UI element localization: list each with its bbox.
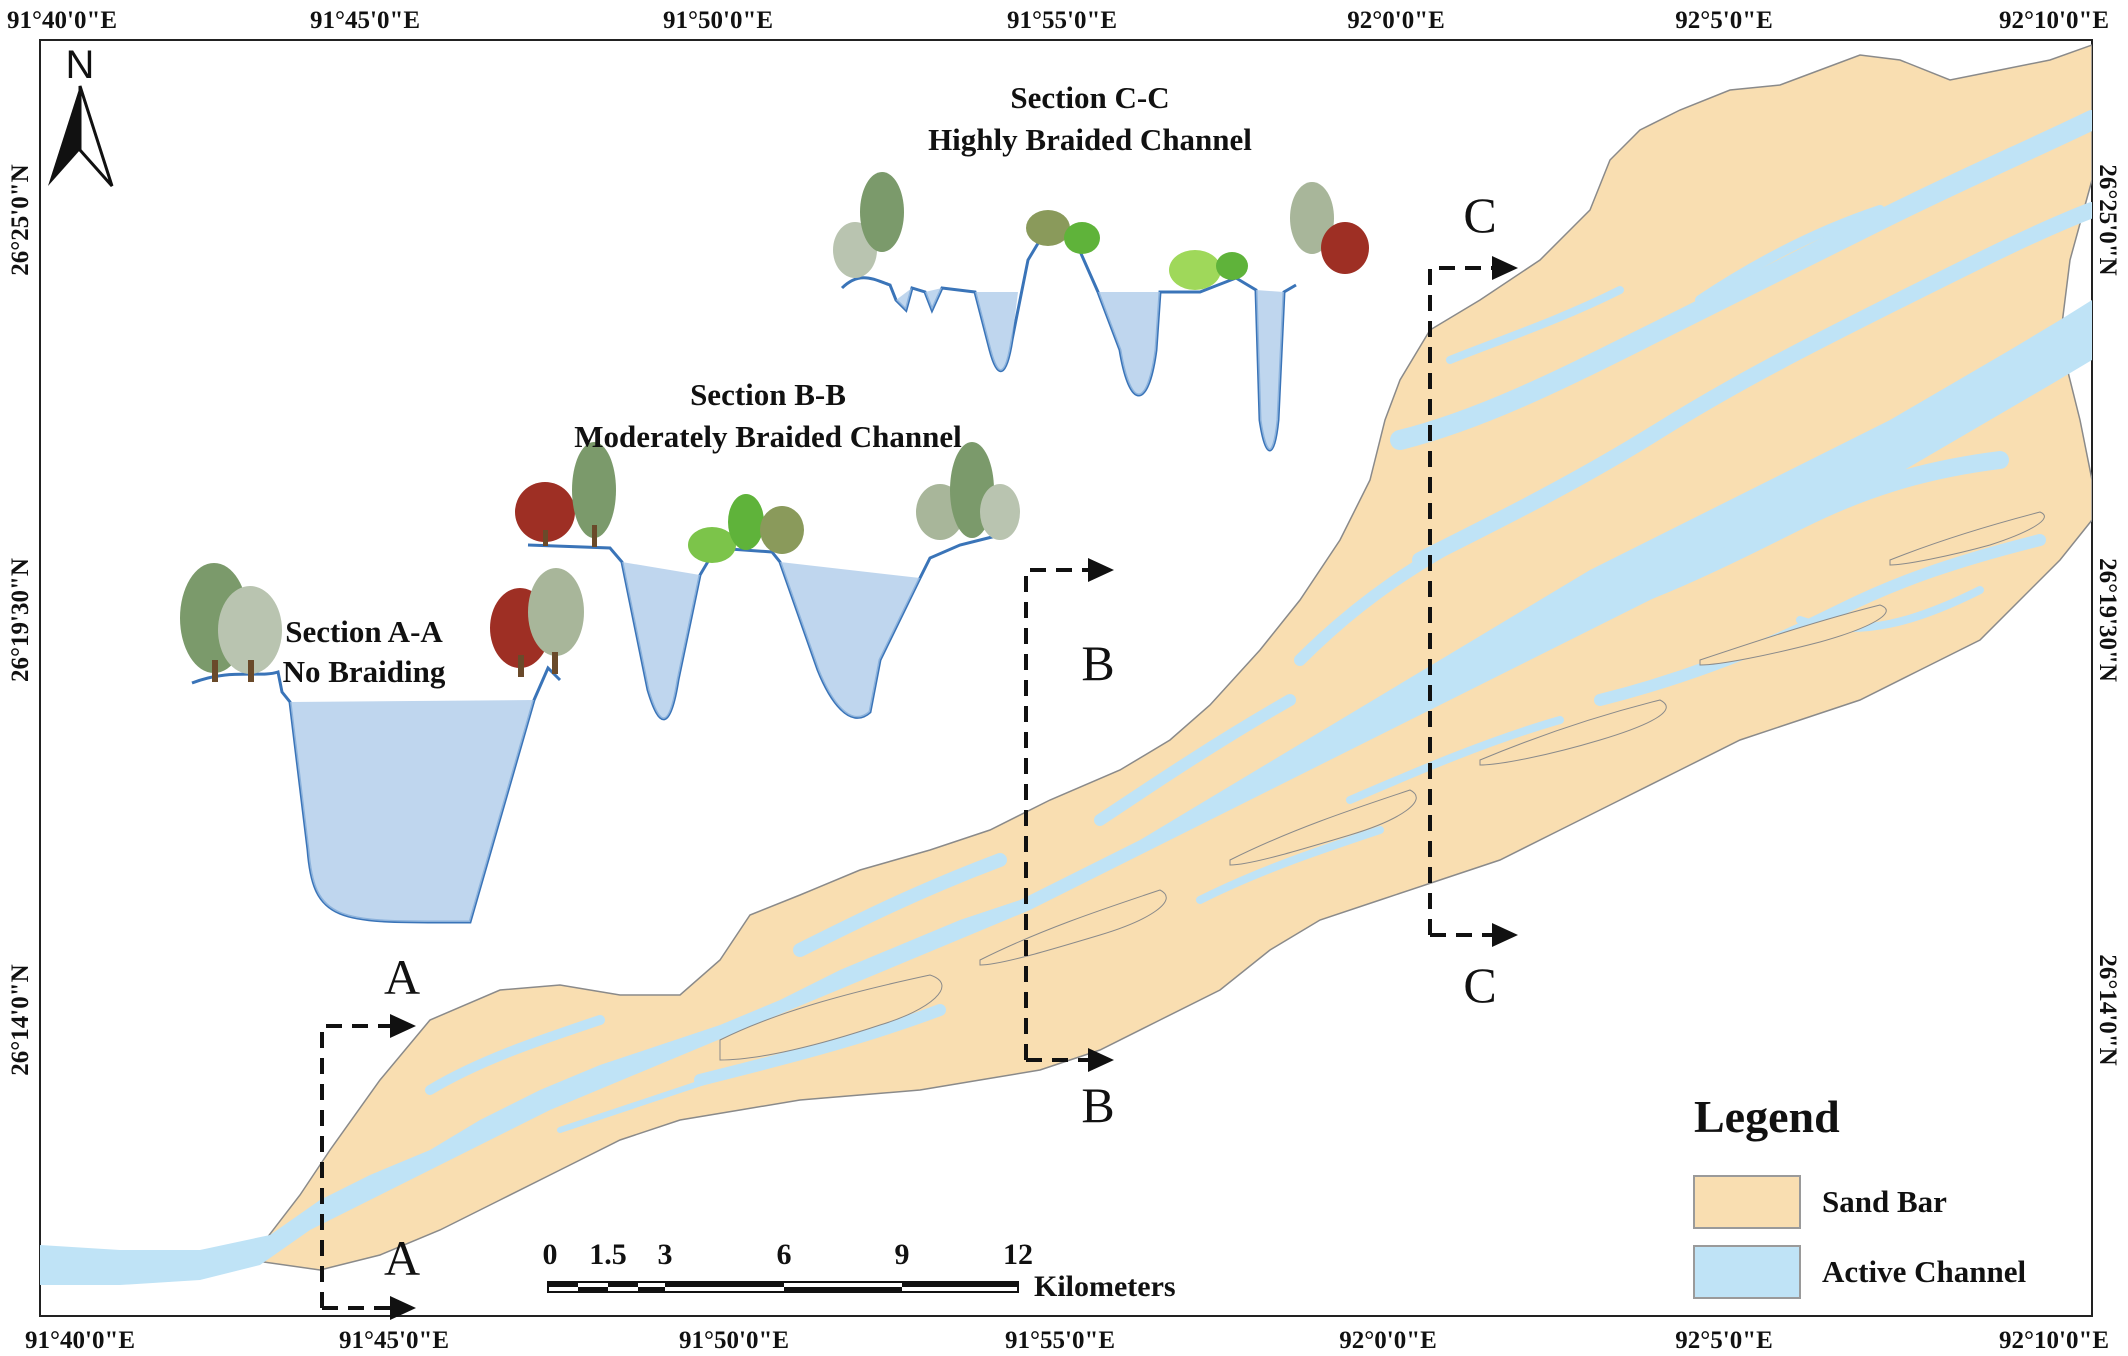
tree-icon <box>833 172 904 278</box>
lat-label: 26°25'0"N <box>7 164 34 275</box>
section-b-title: Section B-B <box>690 377 846 412</box>
lat-label: 26°19'30"N <box>2094 558 2121 682</box>
legend-label-active-channel: Active Channel <box>1822 1254 2026 1289</box>
mid-channel-bars <box>719 511 2045 1061</box>
lon-label: 92°5'0"E <box>1675 7 1773 34</box>
tree-icon <box>916 442 1020 540</box>
section-a-subtitle: No Braiding <box>283 654 446 689</box>
tree-icon <box>180 563 282 682</box>
lat-label: 26°14'0"N <box>7 964 34 1075</box>
section-c-profile: Section C-C Highly Braided Channel <box>833 80 1369 452</box>
lon-label: 92°5'0"E <box>1675 1327 1773 1354</box>
tree-icon <box>1290 182 1369 274</box>
section-line-c: C C <box>1428 187 1518 1013</box>
lon-label: 92°10'0"E <box>1999 1327 2109 1354</box>
scale-tick-label: 9 <box>895 1238 910 1271</box>
lat-label: 26°14'0"N <box>2094 954 2121 1065</box>
lat-label: 26°19'30"N <box>7 558 34 682</box>
grass-icon <box>688 494 804 563</box>
longitude-labels-top: 91°40'0"E 91°45'0"E 91°50'0"E 91°55'0"E … <box>7 7 2109 34</box>
scale-unit: Kilometers <box>1034 1270 1176 1303</box>
section-c-subtitle: Highly Braided Channel <box>928 122 1252 157</box>
section-b-label-bottom: B <box>1081 1077 1114 1133</box>
legend-label-sand-bar: Sand Bar <box>1822 1184 1947 1219</box>
legend-title: Legend <box>1694 1091 1840 1142</box>
lon-label: 91°55'0"E <box>1007 7 1117 34</box>
latitude-labels-right: 26°25'0"N 26°19'30"N 26°14'0"N <box>2094 164 2121 1065</box>
lon-label: 92°0'0"E <box>1339 1327 1437 1354</box>
lon-label: 91°55'0"E <box>1005 1327 1115 1354</box>
section-a-label-bottom: A <box>384 1230 420 1286</box>
lon-label: 91°45'0"E <box>310 7 420 34</box>
section-line-a: A A <box>320 949 420 1320</box>
section-b-label-top: B <box>1081 635 1114 691</box>
scale-bar: 0 1.5 3 6 9 12 Kilometers <box>543 1238 1176 1303</box>
tree-icon <box>515 442 616 547</box>
section-c-label-top: C <box>1463 187 1496 243</box>
lon-label: 91°45'0"E <box>339 1327 449 1354</box>
section-a-title: Section A-A <box>285 614 443 649</box>
legend-swatch-active-channel <box>1693 1245 1801 1299</box>
legend: Legend Sand Bar Active Channel <box>1693 1091 2026 1299</box>
section-c-label-bottom: C <box>1463 957 1496 1013</box>
section-b-profile: Section B-B Moderately Braided Channel <box>515 377 1020 721</box>
lat-label: 26°25'0"N <box>2094 164 2121 275</box>
section-c-title: Section C-C <box>1010 80 1169 115</box>
lon-label: 92°0'0"E <box>1347 7 1445 34</box>
lon-label: 91°40'0"E <box>25 1327 135 1354</box>
north-arrow-icon: N <box>48 43 114 187</box>
tree-icon <box>490 568 584 677</box>
lon-label: 91°40'0"E <box>7 7 117 34</box>
north-label: N <box>66 43 95 87</box>
legend-swatch-sand-bar <box>1693 1175 1801 1229</box>
lon-label: 91°50'0"E <box>679 1327 789 1354</box>
scale-tick-label: 6 <box>777 1238 792 1271</box>
section-a-profile: Section A-A No Braiding <box>180 563 584 924</box>
scale-tick-label: 3 <box>658 1238 673 1271</box>
scale-tick-label: 0 <box>543 1238 558 1271</box>
latitude-labels-left: 26°25'0"N 26°19'30"N 26°14'0"N <box>7 164 34 1075</box>
longitude-labels-bottom: 91°40'0"E 91°45'0"E 91°50'0"E 91°55'0"E … <box>25 1327 2109 1354</box>
scale-tick-label: 1.5 <box>589 1238 627 1271</box>
scale-tick-label: 12 <box>1003 1238 1033 1271</box>
lon-label: 92°10'0"E <box>1999 7 2109 34</box>
lon-label: 91°50'0"E <box>663 7 773 34</box>
secondary-channels <box>425 110 2092 1133</box>
section-line-b: B B <box>1024 558 1115 1133</box>
section-b-subtitle: Moderately Braided Channel <box>574 419 962 454</box>
grass-icon <box>1026 210 1248 290</box>
section-a-label-top: A <box>384 949 420 1005</box>
